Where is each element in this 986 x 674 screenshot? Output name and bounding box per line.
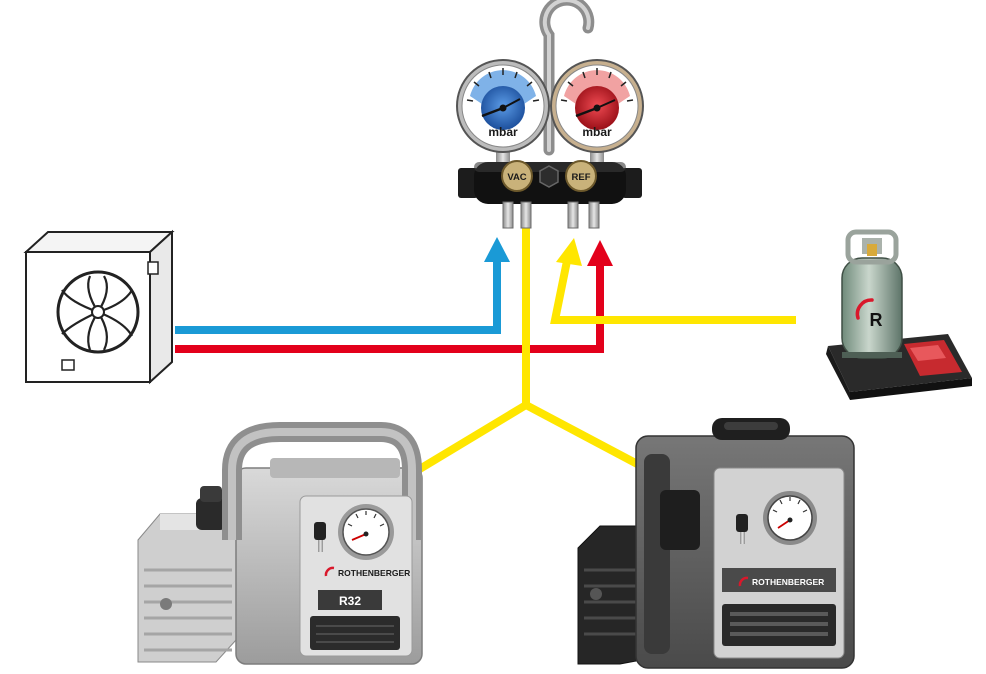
vac-valve-knob: VAC	[501, 160, 533, 192]
refrigerant-cylinder-on-scale-icon: R	[826, 229, 972, 400]
manifold-gauge-set-icon: mbar mbar VAC	[456, 0, 644, 229]
left-pump-brand: ROTHENBERGER	[338, 568, 410, 578]
low-gauge-unit: mbar	[488, 125, 518, 139]
scale-display-panel	[904, 340, 962, 376]
left-pump-brand-swoosh	[324, 566, 335, 577]
high-pressure-gauge: mbar	[550, 59, 644, 153]
cylinder-logo-letter: R	[870, 310, 883, 330]
high-gauge-unit: mbar	[582, 125, 612, 139]
high-side-line	[175, 262, 604, 353]
vacuum-pump-icon: ROTHENBERGER R32	[137, 422, 423, 665]
low-pressure-gauge: mbar	[456, 59, 550, 153]
recovery-unit-icon: ROTHENBERGER	[577, 418, 855, 669]
cylinder-line-arrow-head	[556, 238, 582, 266]
vac-label: VAC	[507, 172, 526, 183]
cylinder-service-line	[550, 255, 796, 324]
right-pump-brand: ROTHENBERGER	[752, 577, 824, 587]
low-side-line	[175, 258, 501, 334]
ac-outdoor-unit-icon	[23, 229, 175, 385]
sight-glass-nut	[539, 165, 559, 188]
ref-label: REF	[572, 172, 591, 183]
high-side-arrow-head	[587, 240, 613, 266]
left-pump-model: R32	[339, 594, 361, 608]
ref-valve-knob: REF	[565, 160, 597, 192]
right-pump-brand-swoosh	[738, 576, 749, 587]
cylinder-valve-guard	[845, 229, 899, 265]
low-side-arrow-head	[484, 237, 510, 262]
